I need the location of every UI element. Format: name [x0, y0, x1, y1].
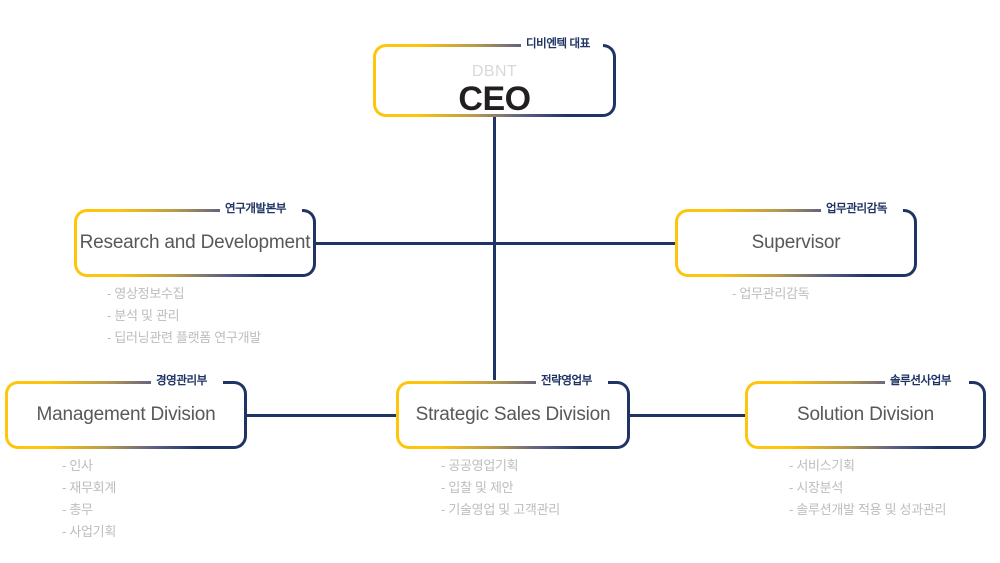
strategic-label: 전략영업부: [541, 375, 592, 387]
strategic-bullets: - 공공영업기획 - 입찰 및 제안 - 기술영업 및 고객관리: [441, 455, 560, 521]
rnd-label: 연구개발본부: [225, 203, 287, 215]
strategic-box: [396, 381, 630, 449]
solution-box-inner: [748, 384, 983, 446]
rnd-bullet-0: - 영상정보수집: [107, 286, 185, 301]
management-label: 경영관리부: [156, 375, 207, 387]
node-strategic-sales-division[interactable]: 전략영업부 Strategic Sales Division: [396, 375, 630, 449]
rnd-bullets: - 영상정보수집 - 분석 및 관리 - 딥러닝관련 플랫폼 연구개발: [107, 283, 261, 349]
ceo-title: CEO: [458, 80, 531, 118]
supervisor-bullets: - 업무관리감독: [732, 283, 810, 305]
rnd-box: [74, 209, 316, 277]
management-bullet-2: - 총무: [62, 502, 93, 517]
solution-bullet-2: - 솔루션개발 적용 및 성과관리: [789, 502, 947, 517]
connector-management-strategic-horizontal: [247, 414, 398, 417]
strategic-title: Strategic Sales Division: [415, 404, 611, 425]
management-bullet-3: - 사업기획: [62, 524, 116, 539]
node-supervisor[interactable]: 업무관리감독 Supervisor: [675, 203, 917, 277]
solution-bullet-0: - 서비스기획: [789, 458, 855, 473]
solution-bullet-1: - 시장분석: [789, 480, 843, 495]
node-ceo[interactable]: 디비엔텍 대표 DBNT CEO: [373, 38, 616, 118]
strategic-bullet-0: - 공공영업기획: [441, 458, 519, 473]
supervisor-label: 업무관리감독: [826, 203, 888, 215]
solution-label: 솔루션사업부: [890, 375, 952, 387]
rnd-bullet-2: - 딥러닝관련 플랫폼 연구개발: [107, 330, 261, 345]
solution-label-gap: [885, 380, 969, 386]
management-bullets: - 인사 - 재무회계 - 총무 - 사업기획: [62, 455, 116, 543]
management-box: [5, 381, 247, 449]
strategic-bullet-2: - 기술영업 및 고객관리: [441, 502, 560, 517]
connector-strategic-solution-horizontal: [629, 414, 745, 417]
strategic-box-inner: [399, 384, 627, 446]
rnd-box-inner: [77, 212, 313, 274]
rnd-title: Research and Development: [79, 232, 311, 253]
connector-rnd-supervisor-horizontal: [314, 242, 677, 245]
connector-ceo-vertical: [493, 117, 496, 380]
supervisor-bullet-0: - 업무관리감독: [732, 286, 810, 301]
rnd-bullet-1: - 분석 및 관리: [107, 308, 180, 323]
management-box-inner: [8, 384, 244, 446]
ceo-box: [373, 44, 616, 117]
supervisor-label-gap: [821, 208, 903, 214]
solution-title: Solution Division: [796, 404, 935, 425]
supervisor-title: Supervisor: [751, 232, 841, 253]
ceo-box-inner: [376, 47, 613, 114]
node-solution-division[interactable]: 솔루션사업부 Solution Division: [745, 375, 986, 449]
management-bullet-1: - 재무회계: [62, 480, 116, 495]
strategic-label-gap: [536, 380, 608, 386]
node-management-division[interactable]: 경영관리부 Management Division: [5, 375, 247, 449]
supervisor-box-inner: [678, 212, 914, 274]
management-label-gap: [151, 380, 223, 386]
management-title: Management Division: [36, 404, 216, 425]
solution-bullets: - 서비스기획 - 시장분석 - 솔루션개발 적용 및 성과관리: [789, 455, 947, 521]
management-bullet-0: - 인사: [62, 458, 93, 473]
solution-box: [745, 381, 986, 449]
supervisor-box: [675, 209, 917, 277]
ceo-label: 디비엔텍 대표: [526, 38, 590, 50]
ceo-subtitle: DBNT: [471, 63, 518, 80]
strategic-bullet-1: - 입찰 및 제안: [441, 480, 514, 495]
node-research-and-development[interactable]: 연구개발본부 Research and Development: [74, 203, 316, 277]
rnd-label-gap: [220, 208, 302, 214]
ceo-label-gap: [521, 43, 603, 49]
